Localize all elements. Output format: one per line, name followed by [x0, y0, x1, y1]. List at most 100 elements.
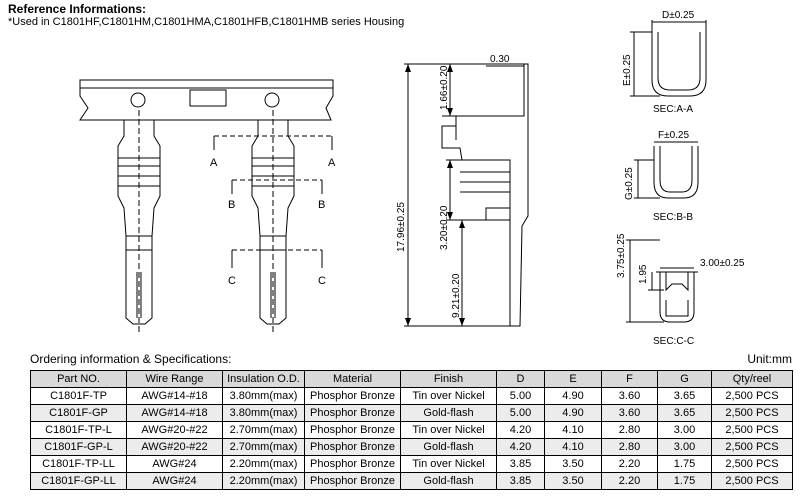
section-a-a — [630, 20, 707, 97]
col-e: E — [544, 370, 602, 388]
cell-wire-range: AWG#14-#18 — [126, 387, 223, 405]
section-cuts — [214, 135, 332, 251]
cell-material: Phosphor Bronze — [304, 472, 401, 490]
cell-material: Phosphor Bronze — [304, 404, 401, 422]
section-b-b-labels: F±0.25 G±0.25 SEC:B-B — [624, 130, 693, 223]
cell-qty-reel: 2,500 PCS — [711, 387, 793, 405]
cell-wire-range: AWG#14-#18 — [126, 404, 223, 422]
dim-c-inner: 1.95 — [638, 264, 649, 284]
cell-e: 4.90 — [544, 404, 602, 422]
terminal-right — [251, 110, 295, 332]
cell-e: 4.10 — [544, 421, 602, 439]
spec-table: Part NO. Wire Range Insulation O.D. Mate… — [30, 370, 793, 490]
table-row: C1801F-GP AWG#14-#18 3.80mm(max) Phospho… — [30, 404, 793, 422]
dimension-arrows — [405, 64, 465, 326]
side-dimensions: 0.30 1.66±0.20 17.96±0.25 3.20±0.20 9.21… — [396, 54, 510, 318]
cell-material: Phosphor Bronze — [304, 438, 401, 456]
cell-material: Phosphor Bronze — [304, 421, 401, 439]
cell-wire-range: AWG#24 — [126, 455, 223, 473]
section-marks: A A B B C C — [210, 157, 336, 287]
cell-material: Phosphor Bronze — [304, 455, 401, 473]
cell-finish: Tin over Nickel — [400, 387, 497, 405]
cell-e: 4.10 — [544, 438, 602, 456]
col-finish: Finish — [400, 370, 497, 388]
cell-part-no: C1801F-TP-L — [30, 421, 127, 439]
cell-qty-reel: 2,500 PCS — [711, 421, 793, 439]
col-part-no: Part NO. — [30, 370, 127, 388]
dim-contact-length: 9.21±0.20 — [451, 273, 462, 318]
section-c-c-labels: 3.75±0.25 1.95 3.00±0.25 SEC:C-C — [616, 233, 745, 347]
label-sec-aa: SEC:A-A — [653, 104, 693, 115]
dim-c-height: 3.75±0.25 — [616, 233, 627, 278]
cell-wire-range: AWG#20-#22 — [126, 438, 223, 456]
table-row: C1801F-TP AWG#14-#18 3.80mm(max) Phospho… — [30, 387, 793, 405]
dim-c-width: 3.00±0.25 — [700, 258, 745, 269]
mark-b-right: B — [318, 199, 325, 211]
cell-f: 2.80 — [601, 438, 658, 456]
mark-a-right: A — [328, 157, 336, 169]
col-wire-range: Wire Range — [126, 370, 223, 388]
cell-d: 4.20 — [496, 438, 545, 456]
cell-wire-range: AWG#20-#22 — [126, 421, 223, 439]
terminal-left — [117, 110, 161, 332]
table-row: C1801F-TP-LL AWG#24 2.20mm(max) Phosphor… — [30, 455, 793, 473]
cell-finish: Gold-flash — [400, 472, 497, 490]
cell-e: 3.50 — [544, 455, 602, 473]
cell-part-no: C1801F-GP-LL — [30, 472, 127, 490]
reference-note: *Used in C1801HF,C1801HM,C1801HMA,C1801H… — [8, 16, 405, 28]
side-view — [404, 63, 529, 327]
cell-insulation-od: 2.20mm(max) — [222, 455, 305, 473]
cell-g: 1.75 — [657, 472, 712, 490]
cell-f: 2.20 — [601, 472, 658, 490]
col-qty-reel: Qty/reel — [711, 370, 793, 388]
section-a-a-labels: D±0.25 E±0.25 SEC:A-A — [622, 10, 695, 115]
cell-d: 5.00 — [496, 404, 545, 422]
cell-part-no: C1801F-TP — [30, 387, 127, 405]
col-f: F — [601, 370, 658, 388]
cell-insulation-od: 2.20mm(max) — [222, 472, 305, 490]
cell-insulation-od: 2.70mm(max) — [222, 421, 305, 439]
cell-insulation-od: 2.70mm(max) — [222, 438, 305, 456]
cell-qty-reel: 2,500 PCS — [711, 472, 793, 490]
cell-d: 3.85 — [496, 472, 545, 490]
mark-c-left: C — [228, 275, 236, 287]
dim-g: G±0.25 — [624, 167, 635, 200]
cell-finish: Gold-flash — [400, 438, 497, 456]
cell-f: 2.20 — [601, 455, 658, 473]
mark-c-right: C — [318, 275, 326, 287]
technical-drawing: A A B B C C 0.30 1.66±0.20 17.96±0.25 — [79, 10, 745, 347]
cell-qty-reel: 2,500 PCS — [711, 438, 793, 456]
table-row: C1801F-TP-L AWG#20-#22 2.70mm(max) Phosp… — [30, 421, 793, 439]
table-row: C1801F-GP-L AWG#20-#22 2.70mm(max) Phosp… — [30, 438, 793, 456]
cell-e: 3.50 — [544, 472, 602, 490]
cell-insulation-od: 3.80mm(max) — [222, 404, 305, 422]
dim-thickness: 0.30 — [490, 54, 510, 65]
ordering-unit: Unit:mm — [747, 352, 792, 366]
dim-d: D±0.25 — [662, 10, 695, 21]
cell-wire-range: AWG#24 — [126, 472, 223, 490]
section-b-b — [634, 141, 699, 199]
cell-part-no: C1801F-GP — [30, 404, 127, 422]
dim-total-length: 17.96±0.25 — [396, 202, 407, 252]
cell-part-no: C1801F-TP-LL — [30, 455, 127, 473]
cell-qty-reel: 2,500 PCS — [711, 455, 793, 473]
spec-header-row: Part NO. Wire Range Insulation O.D. Mate… — [30, 370, 793, 388]
col-insulation-od: Insulation O.D. — [222, 370, 305, 388]
cell-d: 4.20 — [496, 421, 545, 439]
cell-f: 2.80 — [601, 421, 658, 439]
cell-finish: Tin over Nickel — [400, 455, 497, 473]
cell-finish: Tin over Nickel — [400, 421, 497, 439]
ordering-title: Ordering information & Specifications: — [30, 352, 232, 366]
col-g: G — [657, 370, 712, 388]
cell-f: 3.60 — [601, 387, 658, 405]
front-view — [79, 79, 334, 332]
cell-d: 3.85 — [496, 455, 545, 473]
cell-g: 3.00 — [657, 421, 712, 439]
label-sec-cc: SEC:C-C — [653, 336, 694, 347]
cell-finish: Gold-flash — [400, 404, 497, 422]
table-row: C1801F-GP-LL AWG#24 2.20mm(max) Phosphor… — [30, 472, 793, 490]
cell-g: 3.00 — [657, 438, 712, 456]
cell-e: 4.90 — [544, 387, 602, 405]
dim-top-offset: 1.66±0.20 — [439, 65, 450, 110]
cell-part-no: C1801F-GP-L — [30, 438, 127, 456]
